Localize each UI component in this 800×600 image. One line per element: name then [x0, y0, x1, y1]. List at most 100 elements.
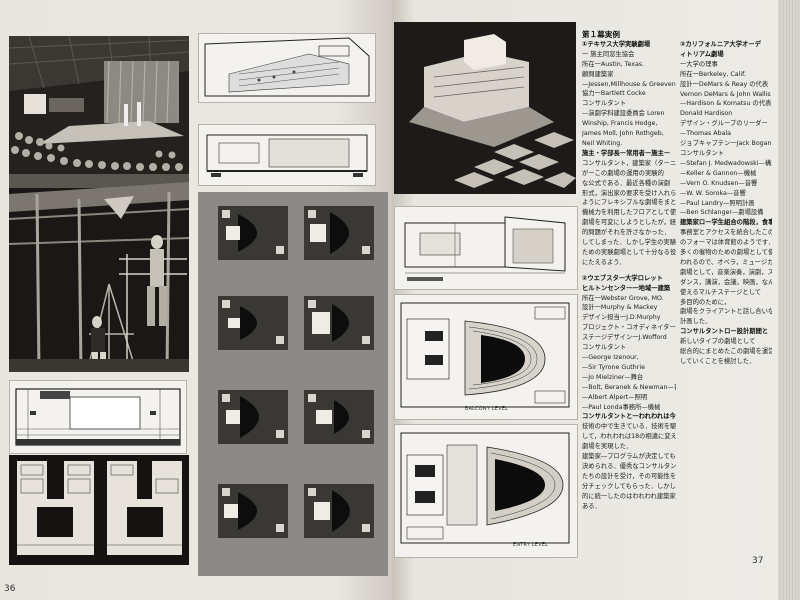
case3-body: のフォーマは体育館のようです．: [680, 239, 772, 247]
case3-line: 設計一DeMars & Reay の代表: [680, 80, 769, 88]
case2-heading: ②ウエブスター大学ロレット: [582, 274, 663, 282]
case3-line: 一大学の理事: [680, 60, 718, 68]
entry-level-plan: ENTRY LEVEL: [394, 424, 578, 558]
case2-line: —Bolt, Beranek & Newman—音響: [582, 383, 676, 391]
case3-body: 事務室とアクセスを統合したこの劇場: [680, 229, 772, 237]
left-page: 36: [0, 0, 392, 600]
case2-line: ステージデザイン一J.Wofford: [582, 334, 667, 342]
case3-line: —Hardison & Komatsu の代表: [680, 100, 772, 108]
case3-line: —Vern O. Knudsen—音響: [680, 179, 758, 187]
case1-body: な公式である．最近各種の演劇: [582, 179, 671, 187]
case2-line: —Albert Alpert—照明: [582, 393, 648, 401]
case1-body: コンサルタント，建築家（ターニん: [582, 159, 676, 167]
case2-body: ある．: [582, 502, 601, 510]
case1-body: 的問題がそれを許さなかった．: [582, 229, 671, 237]
case3-body: 多目的のために，: [680, 298, 731, 306]
section-drawing: [9, 380, 187, 454]
case3-body: 劇場をクライアントと話し合いながら: [680, 308, 772, 316]
plan-variations-panel: [198, 192, 388, 576]
case3-heading: ③カリフォルニア大学オーデ: [680, 41, 761, 48]
case1-line: 一 施主同窓生協会: [582, 50, 635, 58]
case3-heading-2: ィトリアム劇場: [680, 50, 724, 58]
case3-line: ジョブキャプテン一Jack Bogan: [680, 140, 772, 148]
case1-line: 所在一Austin, Texas.: [582, 60, 645, 68]
case3-body: 総合的にまとめたこの劇場を運営: [680, 348, 772, 356]
case3-body: ダンス，講演，会議，映画，なんでも: [680, 278, 772, 286]
case3-bold: 建築家ロー学生組合の階段，食事，: [680, 219, 772, 227]
case3-body: していくことを検討した．: [680, 358, 756, 365]
case1-body: にたえるよう．: [582, 258, 626, 266]
case3-body: 劇場として，音楽演奏，演劇，スポーツ: [680, 268, 772, 276]
case3-line: 所在一Berkeley, Calif.: [680, 70, 746, 78]
case1-body: がーこの劇場の運用の実験的: [582, 169, 664, 177]
case3-line: デザイン・グループのリーダー: [680, 120, 768, 128]
case1-body: 劇場を可変にしようとしたが，経済: [582, 219, 676, 227]
case3-line: Vernon DeMars & John Wallis: [680, 90, 771, 98]
case1-body: 機械力を利用したフロアとして使: [582, 209, 676, 217]
case2-body: たちの設計を受け，その可能性を十: [582, 472, 676, 480]
case3-line: Donald Hardison: [680, 110, 733, 118]
case2-body: 建築家―プログラムが決定しても: [582, 453, 676, 461]
case1-body: ようにフレキシブルな劇場をまとめ: [582, 199, 676, 207]
entry-level-label: ENTRY LEVEL: [513, 543, 549, 548]
case3-line: コンサルタント: [680, 149, 725, 157]
plan-variation-6: [302, 386, 376, 448]
plan-variation-1: [216, 202, 290, 264]
case1-line: —Jessen,Millhouse & Greeven: [582, 80, 676, 88]
case3-line: —W. W. Soroka—音響: [680, 189, 746, 197]
scaffold-workers-photo: [9, 174, 189, 372]
case2-line: 設計一Murphy & Mackey: [582, 304, 658, 312]
text-column-1: 第１幕実例 ①テキサス大学実験劇場 一 施主同窓生協会 所在一Austin, T…: [582, 30, 676, 512]
case3-body: 使えるマルチステージとして: [680, 288, 762, 296]
left-page-number: 36: [4, 584, 16, 594]
case2-body: 劇場を実現した．: [582, 443, 633, 451]
case2-line: プロジェクト・コオディネイター一: [582, 324, 676, 332]
case2-line: コンサルタント: [582, 344, 627, 352]
case1-line: —演劇学科建設委員会 Loren: [582, 110, 665, 118]
case3-line: —Keller & Gannon—機械: [680, 169, 757, 177]
case1-line: 協力一Bartlett Cocke: [582, 90, 646, 98]
case2-body: 的に統一したのはわれわれ建築家で: [582, 492, 676, 500]
case2-body: 決められる．優秀なコンサルタント: [582, 462, 676, 470]
plan-variation-7: [216, 480, 290, 542]
floor-plans-drawing: [9, 455, 189, 565]
case2-bold: コンサルタントと一われわれは今，: [582, 413, 676, 421]
case3-line: —Paul Landry—照明計画: [680, 199, 755, 207]
case3-body: 計画した．: [680, 318, 712, 326]
case1-line: James Moll, John Rothgeb,: [582, 130, 664, 138]
case3-body: コンサルタントロー設計期間と: [680, 328, 769, 336]
case2-line: —George Izenour,: [582, 354, 639, 361]
case1-line: コンサルタント: [582, 100, 627, 108]
case2-body: 技術の中で生きている．技術を駆使: [582, 423, 676, 431]
right-page: BALCONY LEVEL ENTRY LEVEL 第１幕実例 ①テキサス大学実…: [392, 0, 778, 600]
case1-body: ための実験劇場として十分なる役目: [582, 248, 676, 256]
case2-body: して，われわれは18の相違に変える: [582, 433, 676, 441]
case1-line: 顧問建築家: [582, 70, 614, 78]
case2-line: 所在一Webster Grove, MO.: [582, 294, 664, 302]
case1-body: 形式，演出家の要求を受け入れられる: [582, 189, 676, 197]
theater-long-section: [198, 124, 376, 186]
auditorium-photo: [9, 36, 189, 174]
case1-body: してしまった．しかし学生の実験の: [582, 239, 676, 247]
balcony-level-plan: BALCONY LEVEL: [394, 294, 578, 420]
plan-variation-8: [302, 480, 376, 542]
case1-heading: ①テキサス大学実験劇場: [582, 40, 651, 48]
plan-variation-4: [302, 292, 376, 354]
balcony-level-label: BALCONY LEVEL: [465, 407, 509, 412]
case3-body: 新しいタイプの劇場として: [680, 338, 756, 346]
book-page-edges: [778, 0, 800, 600]
text-column-2: ③カリフォルニア大学オーデ ィトリアム劇場 一大学の理事 所在一Berkeley…: [680, 40, 772, 367]
case2-line: デザイン担当一J.D.Murphy: [582, 314, 661, 322]
right-page-number: 37: [752, 556, 764, 566]
building-model-photo: [394, 22, 576, 194]
case1-line: Winship, Francis Hodge,: [582, 120, 658, 128]
theater-perspective-section: [198, 33, 376, 103]
case3-line: —Stefan J. Medwadowski—構造: [680, 159, 772, 167]
case2-line: —Sir Tyrone Guthrie: [582, 363, 645, 371]
case3-body: われるので、オペラ，ミュージカル，: [680, 258, 772, 266]
site-plan-drawing: [394, 206, 578, 290]
case1-line: Neil Whiting.: [582, 139, 623, 147]
case2-line: —Jo Mielziner—舞台: [582, 373, 644, 381]
plan-variation-5: [216, 386, 290, 448]
case3-body: 多くの催物のための劇場として使: [680, 249, 772, 257]
